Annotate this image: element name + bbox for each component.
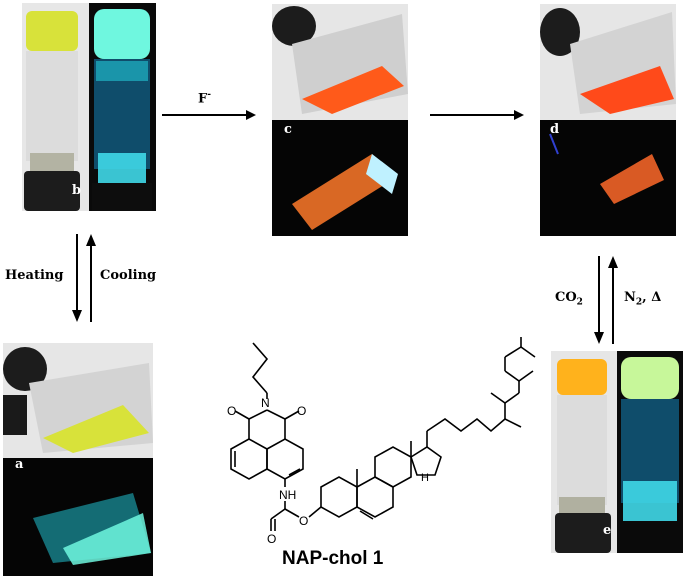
- panel-d-photo: [540, 4, 676, 236]
- orange-gel-top: [557, 359, 607, 395]
- arrow-right-cd: [430, 110, 524, 120]
- panel-c: c: [272, 4, 408, 236]
- orange-solution-d: [580, 66, 674, 114]
- atom-h: H: [421, 472, 429, 484]
- fluoride-label: F-: [198, 90, 211, 107]
- atom-o-ester: O: [299, 514, 308, 528]
- cooling-label: Cooling: [100, 268, 157, 283]
- equilibrium-arrows-heat: [72, 234, 96, 322]
- atom-o1: O: [227, 404, 236, 418]
- heating-label: Heating: [5, 268, 64, 283]
- equilibrium-arrows-co2: [594, 256, 618, 344]
- panel-label-a: a: [15, 457, 24, 472]
- panel-c-photo: [272, 4, 408, 236]
- atom-n-imide: N: [261, 396, 270, 410]
- yellow-gel-top: [26, 11, 78, 51]
- panel-a: a: [3, 343, 153, 576]
- cap-c: [272, 6, 316, 46]
- n2-heat-label: N2, Δ: [624, 290, 662, 308]
- panel-label-d: d: [550, 122, 560, 137]
- panel-b: b: [22, 3, 156, 211]
- arrow-right-f: [162, 110, 256, 120]
- compound-name: NAP-chol 1: [282, 548, 384, 569]
- atom-o-carbonyl: O: [267, 532, 276, 546]
- cap-e: [555, 513, 611, 553]
- cap-a: [3, 347, 47, 391]
- panel-e-photo: [551, 351, 683, 553]
- yellow-solution-a: [43, 405, 149, 453]
- panel-label-c: c: [284, 122, 292, 137]
- orange-solution-c: [302, 66, 404, 114]
- panel-e: e: [551, 351, 683, 553]
- panel-b-photo: [22, 3, 156, 211]
- panel-d: d: [540, 4, 676, 236]
- atom-o2: O: [297, 404, 306, 418]
- co2-label: CO2: [555, 290, 583, 308]
- panel-a-photo: [3, 343, 153, 576]
- nap-chol-structure: O N O NH O O H: [227, 337, 536, 546]
- atom-nh: NH: [279, 488, 296, 502]
- panel-label-e: e: [603, 523, 612, 538]
- panel-label-b: b: [72, 183, 82, 198]
- cap-b: [24, 171, 80, 211]
